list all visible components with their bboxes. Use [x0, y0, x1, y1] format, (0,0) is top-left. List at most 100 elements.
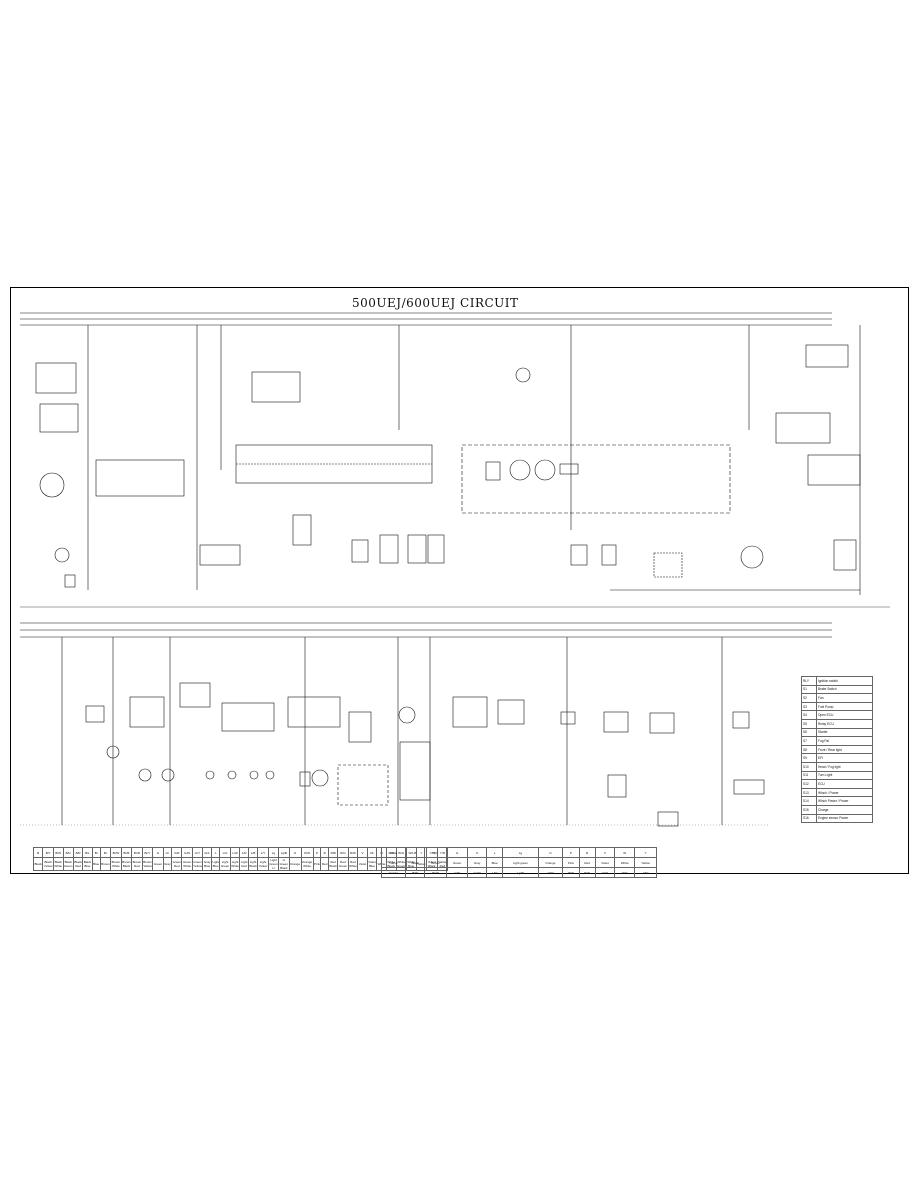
color-cell: Orange — [537, 857, 564, 868]
legend-name: EFI — [816, 753, 873, 763]
color-cell: Violet — [594, 857, 616, 868]
legend-name: Head / Fog light — [816, 761, 873, 772]
color-cell: Br/Y — [141, 847, 154, 858]
color-cell: Black Red — [72, 857, 84, 871]
color-cell: Y/W — [634, 867, 657, 878]
color-cell: Pink — [562, 857, 580, 868]
color-cell: Black — [32, 857, 44, 871]
legend-name: Turn Light — [816, 770, 873, 781]
color-cell: P — [562, 847, 580, 858]
color-cell: Yellow — [634, 857, 657, 868]
color-cell: Brown — [424, 857, 448, 868]
4wd-switch — [603, 711, 629, 733]
legend-code: S2 — [801, 693, 817, 703]
color-cell: Red — [320, 857, 329, 871]
color-cell: O — [467, 847, 487, 858]
legend-code: S8 — [801, 744, 817, 755]
temp-sensor — [570, 544, 588, 566]
color-cell: Y — [634, 847, 657, 858]
color-cell: Br/B — [120, 847, 133, 858]
color-cell: Red Black — [327, 857, 339, 871]
color-cell: G/Y — [191, 847, 204, 858]
legend-code: S3 — [801, 701, 817, 712]
color-cell: Code — [380, 847, 407, 858]
color-cell: B/R — [72, 847, 84, 858]
color-cell: Name — [380, 857, 407, 868]
legend-code: S7 — [801, 736, 817, 746]
legend-code: S11 — [801, 770, 817, 781]
color-cell: Violet — [357, 857, 368, 871]
color-cell: B — [32, 847, 44, 858]
color-cell: P — [312, 847, 322, 858]
color-cell: B/L — [82, 847, 93, 858]
color-cell: Brown Red — [131, 857, 143, 871]
diff-relay — [497, 699, 525, 725]
color-cell: Gr/L — [202, 847, 212, 858]
color-cell: B/W — [52, 847, 64, 858]
voltage-regulator — [39, 403, 79, 433]
color-cell: Lg — [267, 847, 280, 858]
legend-code: S1 — [801, 684, 817, 695]
battery — [64, 574, 76, 588]
color-cell: Light Green — [219, 857, 231, 871]
color-cell: Lg — [502, 847, 539, 858]
diagram-title: 500UEJ/600UEJ CIRCUIT — [352, 296, 519, 310]
color-cell: O/W — [537, 867, 564, 878]
legend-name: ECU — [816, 779, 873, 789]
legend-name: Winch / Power — [816, 787, 873, 798]
color-cell: G/R — [171, 847, 183, 858]
color-cell: B/W — [405, 867, 426, 878]
color-cell: Black — [405, 857, 426, 868]
color-cell: O/W — [300, 847, 314, 858]
color-cell: Br/W — [110, 847, 122, 858]
stator — [39, 472, 65, 498]
turn-unit — [399, 741, 431, 801]
color-cell: W — [614, 847, 636, 858]
color-cell: Violet Blue — [366, 857, 378, 871]
color-cell: B/Y — [42, 847, 54, 858]
speed-sensor — [515, 367, 531, 383]
color-cell: Bl — [91, 847, 101, 858]
color-cell: R/G — [337, 847, 349, 858]
color-cell: L — [485, 847, 504, 858]
color-cell: Gray — [467, 857, 487, 868]
fuel-pump-relay — [199, 544, 241, 566]
legend-code: S12 — [801, 779, 817, 789]
schematic-sheet — [10, 287, 909, 874]
color-cell: Pink — [312, 857, 322, 871]
legend-name: Open ECU — [816, 710, 873, 720]
legend-name: Engine sensor Power — [816, 813, 873, 824]
color-cell: Orange — [288, 857, 302, 871]
color-cell: Lg/W — [502, 867, 539, 878]
color-cell: L/G — [219, 847, 231, 858]
reverse-lamp-switch — [85, 705, 105, 723]
color-cell: Br/W — [424, 867, 448, 878]
color-cell: Green — [152, 857, 164, 871]
color-cell: Green Red — [171, 857, 183, 871]
color-cell: G/W — [446, 867, 469, 878]
turn-relay — [348, 711, 372, 743]
color-cell: V — [357, 847, 368, 858]
color-cell: Brown White — [110, 857, 122, 871]
color-cell: Blue — [485, 857, 504, 868]
legend-name: Fog Pal — [816, 736, 873, 746]
color-cell: R/W — [347, 847, 359, 858]
color-cell: L/Y — [257, 847, 269, 858]
color-cell: G — [152, 847, 164, 858]
color-cell: Light Black — [247, 857, 259, 871]
color-cell: V — [594, 847, 616, 858]
legend-name: Winch Power / Power — [816, 796, 873, 806]
starter-relay — [95, 459, 185, 497]
color-cell: Brown Black — [120, 857, 133, 871]
ignition-switch — [35, 362, 77, 394]
